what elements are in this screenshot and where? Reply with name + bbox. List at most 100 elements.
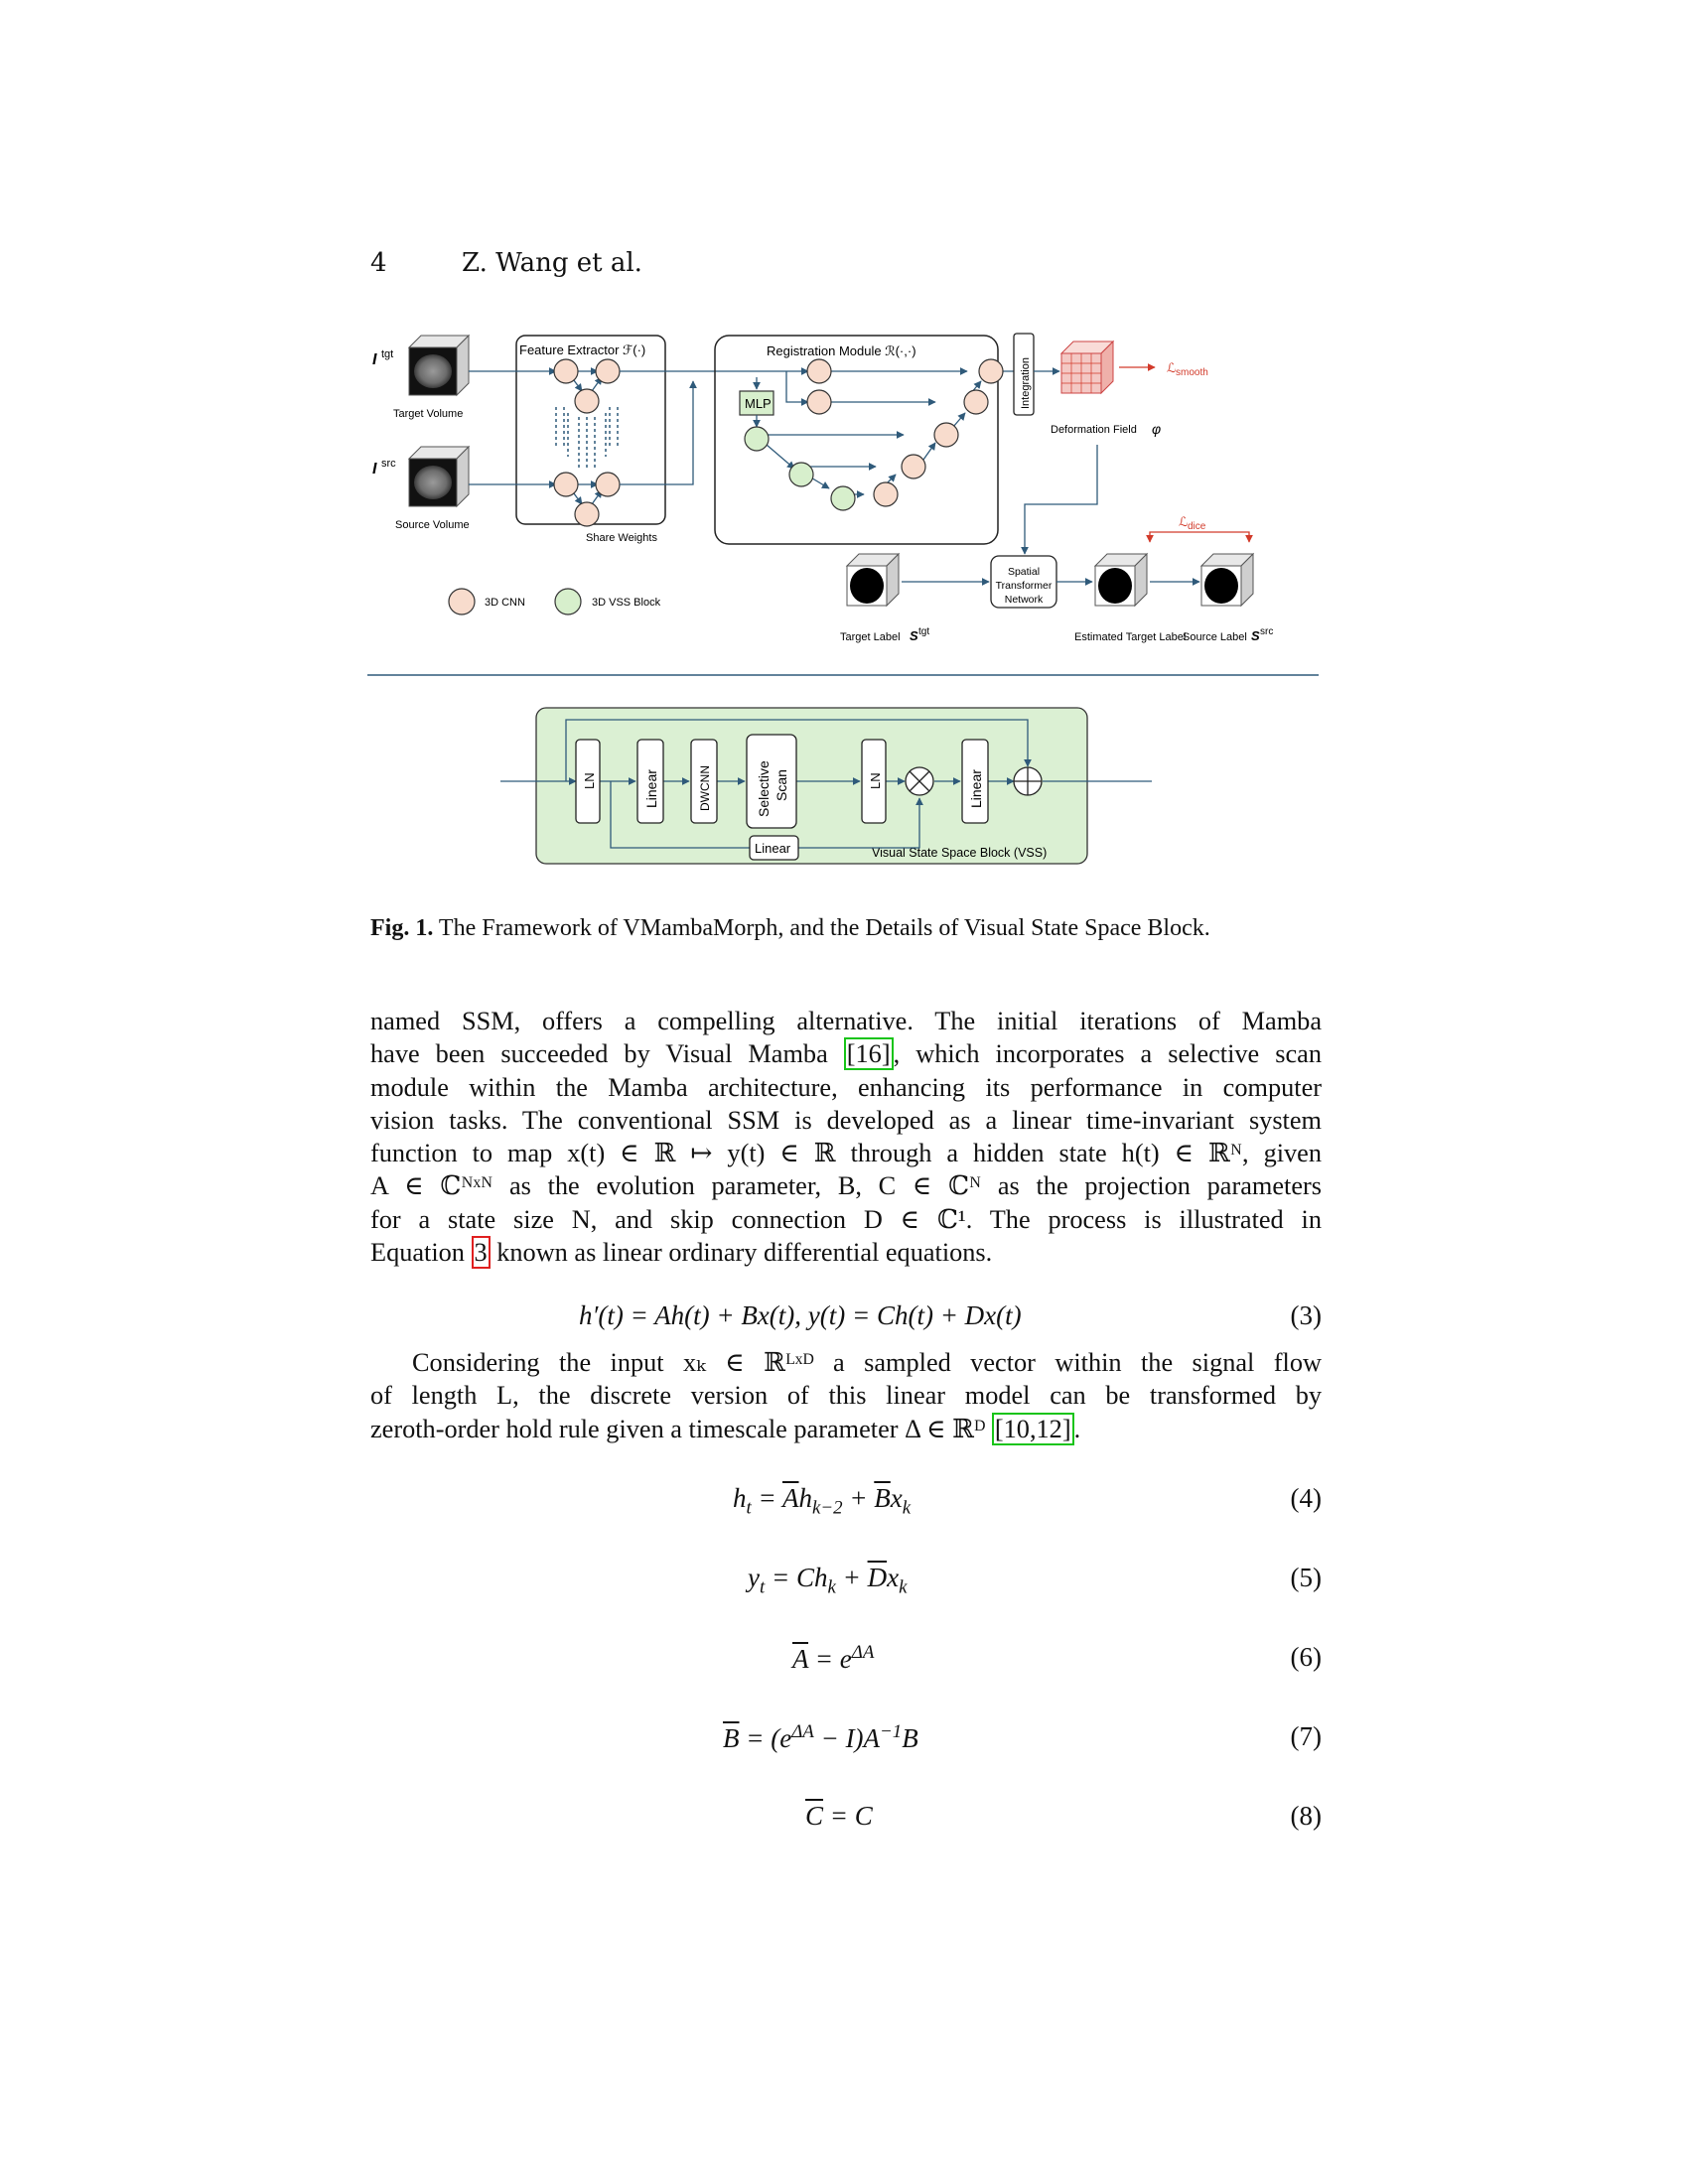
equation-5: yt = Chk + Dxk (5) bbox=[370, 1563, 1322, 1602]
paragraph-line: module within the Mamba architecture, en… bbox=[370, 1072, 1322, 1102]
loss-smooth-sub: smooth bbox=[1176, 367, 1208, 378]
equation-5-body: yt = Chk + Dxk bbox=[748, 1563, 908, 1598]
reg-cnn-node bbox=[806, 358, 832, 384]
citation-link[interactable]: [16] bbox=[843, 1037, 894, 1071]
stn-line-3: Network bbox=[1005, 594, 1044, 606]
equation-7: B = (eΔA − I)A−1B (7) bbox=[370, 1721, 1322, 1761]
legend-vss-label: 3D VSS Block bbox=[592, 597, 661, 609]
source-label-cube bbox=[1199, 552, 1255, 608]
integration-box bbox=[1013, 333, 1035, 416]
reg-vss-node bbox=[830, 485, 856, 511]
vss-linear-bottom bbox=[749, 835, 799, 861]
running-head-authors: Z. Wang et al. bbox=[462, 248, 642, 278]
paragraph-line: function to map x(t) ∈ ℝ ↦ y(t) ∈ ℝ thro… bbox=[370, 1139, 1322, 1168]
legend-cnn-swatch bbox=[448, 588, 476, 615]
paragraph-2: Considering the input xₖ ∈ ℝᴸˣᴰ a sample… bbox=[370, 1346, 1322, 1445]
vss-linear-2 bbox=[961, 739, 989, 824]
reg-cnn-node bbox=[901, 454, 926, 479]
equation-7-body: B = (eΔA − I)A−1B bbox=[723, 1721, 918, 1753]
figure-caption: Fig. 1. The Framework of VMambaMorph, an… bbox=[370, 915, 1324, 942]
vss-linear-2-label: Linear bbox=[968, 769, 984, 808]
source-volume-cube bbox=[407, 445, 471, 508]
source-label-symbol: S bbox=[1251, 628, 1260, 643]
paragraph-line: named SSM, offers a compelling alternati… bbox=[370, 1007, 1322, 1035]
vss-scan-line-1: Selective bbox=[756, 760, 772, 817]
fe-cnn-node bbox=[595, 358, 621, 384]
target-label-cube bbox=[845, 552, 901, 608]
fe-cnn-node bbox=[595, 472, 621, 497]
target-symbol: I bbox=[372, 351, 377, 368]
vss-selective-scan bbox=[746, 734, 797, 829]
target-volume-label: Target Volume bbox=[393, 408, 463, 420]
equation-6-body: A = eΔA bbox=[792, 1642, 875, 1674]
paragraph-line: of length L, the discrete version of thi… bbox=[370, 1381, 1322, 1411]
fe-cnn-node bbox=[553, 358, 579, 384]
vss-dwcnn-label: DWCNN bbox=[698, 765, 712, 811]
reg-vss-node bbox=[744, 426, 770, 452]
stn-line-1: Spatial bbox=[1008, 566, 1040, 578]
caption-text: The Framework of VMambaMorph, and the De… bbox=[438, 915, 1210, 941]
caption-label: Fig. 1. bbox=[370, 915, 434, 941]
vss-linear-1-label: Linear bbox=[643, 769, 659, 808]
vss-ln-1 bbox=[575, 739, 601, 824]
vss-dwcnn bbox=[690, 739, 718, 824]
target-volume-cube bbox=[407, 334, 471, 397]
share-weights-label: Share Weights bbox=[586, 532, 657, 544]
paragraph-line: Considering the input xₖ ∈ ℝᴸˣᴰ a sample… bbox=[412, 1348, 1322, 1377]
equation-6: A = eΔA (6) bbox=[370, 1642, 1322, 1682]
figure-1: I tgt I src Target Volume Source Volume … bbox=[367, 318, 1321, 884]
citation-link[interactable]: [10,12] bbox=[991, 1412, 1074, 1445]
legend-cnn-label: 3D CNN bbox=[485, 597, 525, 609]
vss-linear-1 bbox=[636, 739, 664, 824]
loss-smooth: ℒ bbox=[1167, 360, 1176, 375]
vss-ln-1-label: LN bbox=[582, 772, 597, 789]
estimated-target-label-cube bbox=[1093, 552, 1149, 608]
equation-7-number: (7) bbox=[1290, 1721, 1322, 1751]
reg-cnn-node bbox=[806, 389, 832, 415]
deformation-field-label: Deformation Field bbox=[1051, 424, 1137, 436]
source-volume-label: Source Volume bbox=[395, 519, 470, 531]
fe-cnn-node bbox=[553, 472, 579, 497]
reg-cnn-node bbox=[873, 481, 899, 507]
mlp-box bbox=[739, 390, 774, 416]
target-label-symbol: S bbox=[910, 628, 918, 643]
equation-4-body: ht = Ahk−2 + Bxk bbox=[733, 1483, 912, 1519]
loss-dice: ℒ bbox=[1179, 514, 1188, 529]
source-symbol: I bbox=[372, 461, 377, 478]
vss-ln-2 bbox=[861, 739, 887, 824]
equation-3-body: h′(t) = Ah(t) + Bx(t), y(t) = Ch(t) + Dx… bbox=[579, 1300, 1022, 1330]
source-label-sup: src bbox=[1260, 626, 1273, 637]
equation-4: ht = Ahk−2 + Bxk (4) bbox=[370, 1483, 1322, 1523]
deformation-field-cube bbox=[1059, 340, 1115, 395]
framework-diagram: I tgt I src Target Volume Source Volume … bbox=[367, 333, 1319, 865]
equation-4-number: (4) bbox=[1290, 1483, 1322, 1513]
fe-cnn-node bbox=[574, 388, 600, 414]
vss-ln-2-label: LN bbox=[868, 772, 883, 789]
paragraph-line: zeroth-order hold rule given a timescale… bbox=[370, 1412, 1081, 1445]
source-sup: src bbox=[381, 458, 396, 470]
estimated-target-label: Estimated Target Label bbox=[1074, 631, 1186, 643]
reg-cnn-node bbox=[963, 389, 989, 415]
equation-5-number: (5) bbox=[1290, 1563, 1322, 1592]
integration-label: Integration bbox=[1020, 357, 1032, 409]
equation-3: h′(t) = Ah(t) + Bx(t), y(t) = Ch(t) + Dx… bbox=[370, 1300, 1322, 1340]
source-label-text: Source Label bbox=[1183, 631, 1247, 643]
reg-cnn-node bbox=[933, 422, 959, 448]
stn-line-2: Transformer bbox=[996, 580, 1053, 592]
target-label-text: Target Label bbox=[840, 631, 901, 643]
registration-module-box bbox=[714, 335, 999, 545]
fe-cnn-node bbox=[574, 501, 600, 527]
vss-scan-line-2: Scan bbox=[774, 769, 789, 801]
phi-symbol: φ bbox=[1152, 421, 1161, 437]
vss-block-title: Visual State Space Block (VSS) bbox=[872, 846, 1047, 860]
loss-dice-sub: dice bbox=[1188, 521, 1206, 532]
feature-extractor-label: Feature Extractor ℱ(·) bbox=[519, 342, 645, 357]
target-sup: tgt bbox=[381, 348, 393, 360]
paragraph-line: vision tasks. The conventional SSM is de… bbox=[370, 1105, 1322, 1135]
equation-6-number: (6) bbox=[1290, 1642, 1322, 1672]
feature-extractor-box bbox=[515, 335, 666, 525]
paragraph-1: named SSM, offers a compelling alternati… bbox=[370, 1005, 1322, 1270]
equation-link[interactable]: 3 bbox=[471, 1236, 491, 1270]
page-number: 4 bbox=[370, 248, 387, 278]
reg-cnn-node bbox=[978, 358, 1004, 384]
